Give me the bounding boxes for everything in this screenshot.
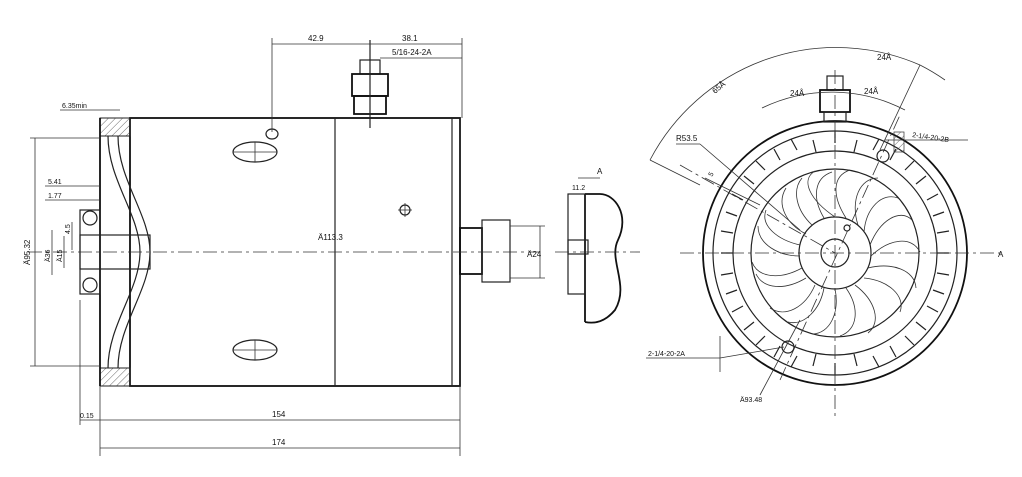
mount-slot-bottom — [232, 339, 278, 361]
dim-r53-5: R53.5 — [676, 134, 698, 143]
dim-6-35min: 6.35min — [62, 103, 87, 110]
dim-42-9: 42.9 — [308, 34, 324, 43]
angle-arc-outer — [649, 47, 921, 161]
dim-a95-32: Ä95.32 — [23, 239, 32, 265]
dim-11-2: 11.2 — [572, 185, 585, 192]
thread-lower-label: 2-1/4-20-2A — [648, 351, 685, 358]
bearing-ball-bottom — [82, 277, 98, 293]
dim-4-5: 4.5 — [65, 224, 72, 234]
section-hub — [567, 193, 586, 295]
thread-top-label: 5/16-24-2A — [392, 48, 432, 57]
angle-arc-inner — [761, 91, 906, 111]
upper-thread-hole — [876, 149, 890, 163]
dim-38-1: 38.1 — [402, 34, 418, 43]
thread-upper-label: 2-1/4-20-2B — [912, 132, 950, 144]
end-view: 24Å 65Å 24Å 24Å R53.5 5 2-1/4-20-2B 2-1/… — [646, 47, 1005, 420]
end-centerline-diagonal — [779, 114, 901, 381]
angle-24-left: 24Å — [790, 89, 805, 98]
dim-a113-3: Ä113.3 — [318, 233, 343, 242]
dim-154: 154 — [272, 410, 286, 419]
section-profile — [584, 193, 624, 324]
rear-boss — [481, 219, 511, 283]
flange-top-hatch — [99, 117, 131, 137]
fan-blades — [751, 169, 921, 337]
dim-a24: Ä24 — [527, 250, 542, 259]
rear-nut — [459, 227, 483, 275]
dim-5: 5 — [708, 171, 716, 178]
dim-a36: Ä36 — [44, 249, 52, 262]
side-view: 42.9 38.1 5/16-24-2A 6.35min Ä95.32 5.41… — [23, 34, 545, 456]
section-view: A 11.2 — [555, 167, 640, 324]
bearing-ball-top — [82, 210, 98, 226]
dim-174: 174 — [272, 438, 286, 447]
section-label-a-right: A — [998, 250, 1004, 259]
dim-a93-48: Ä93.48 — [740, 396, 762, 404]
terminal-stud — [351, 40, 389, 128]
angle-24-right: 24Å — [864, 87, 879, 96]
dim-0-15: 0.15 — [80, 413, 94, 420]
angle-24-outer: 24Å — [877, 53, 892, 62]
dim-a15: Ä15 — [56, 249, 64, 262]
flange-bottom-hatch — [99, 367, 131, 387]
dim-1-77: 1.77 — [48, 193, 62, 200]
mount-slot-top — [232, 141, 278, 163]
dim-5-41: 5.41 — [48, 179, 62, 186]
section-label-a: A — [597, 167, 603, 176]
angle-65: 65Å — [711, 79, 728, 95]
